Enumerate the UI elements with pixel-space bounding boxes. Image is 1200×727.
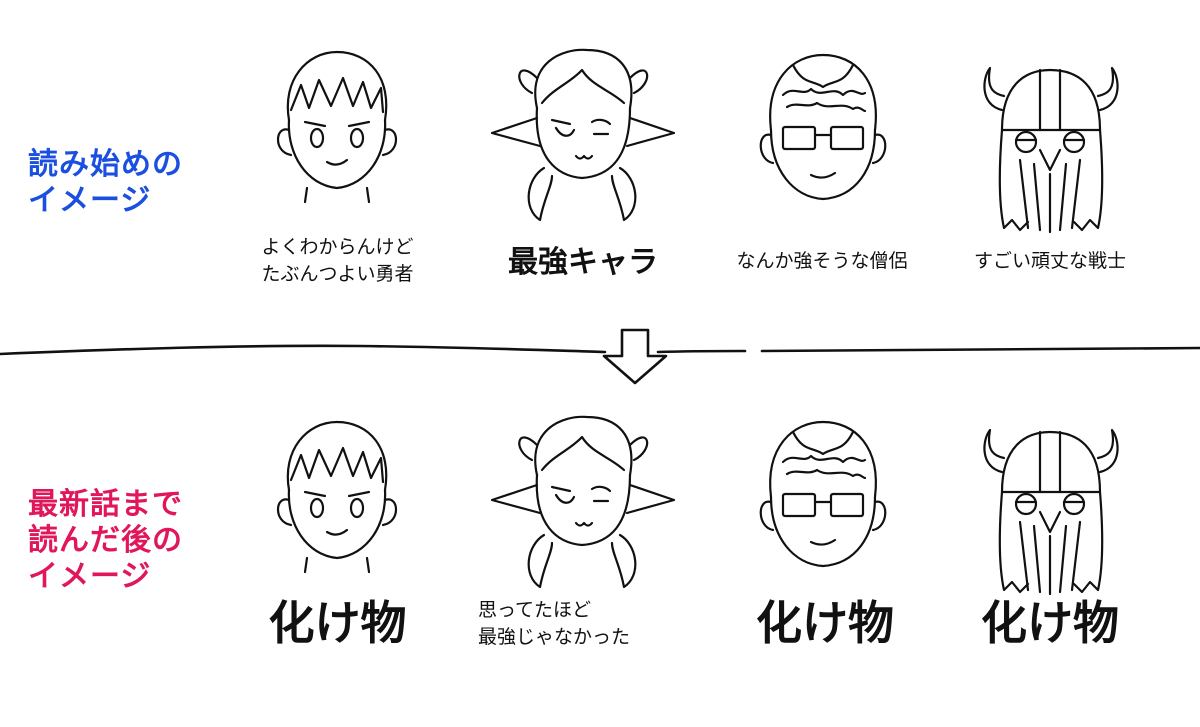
after-label-line: イメージ bbox=[28, 559, 152, 594]
horned-helmet-warrior-icon bbox=[983, 428, 1119, 596]
caption-priest-before: なんか強そうな僧侶 bbox=[736, 250, 908, 272]
caption-hero-before: よくわからんけど たぶんつよい勇者 bbox=[261, 236, 414, 285]
boy-face-icon bbox=[276, 420, 398, 574]
caption-warrior-before: すごい頑丈な戦士 bbox=[973, 250, 1126, 272]
elf-girl-face-icon bbox=[490, 48, 676, 222]
caption-priest-after: 化け物 bbox=[756, 596, 894, 650]
after-label-line: 最新話まで bbox=[28, 487, 183, 522]
caption-hero-after: 化け物 bbox=[268, 596, 407, 650]
section-divider bbox=[0, 344, 607, 356]
caption-warrior-after: 化け物 bbox=[981, 596, 1119, 650]
glasses-man-face-icon bbox=[759, 53, 887, 201]
caption-girl-after: 思ってたほど 最強じゃなかった bbox=[478, 599, 631, 648]
before-label-line: イメージ bbox=[28, 183, 152, 218]
boy-face-icon bbox=[276, 50, 398, 204]
before-label-line: 読み始めの bbox=[28, 147, 183, 182]
caption-girl-before: 最強キャラ bbox=[508, 245, 658, 280]
glasses-man-face-icon bbox=[759, 420, 887, 568]
after-label-line: 読んだ後の bbox=[28, 523, 183, 558]
after-image-label: 最新話まで 読んだ後の イメージ bbox=[28, 487, 183, 595]
down-arrow-icon bbox=[602, 328, 668, 385]
elf-girl-face-icon bbox=[490, 415, 676, 589]
horned-helmet-warrior-icon bbox=[983, 66, 1119, 234]
before-image-label: 読み始めの イメージ bbox=[28, 147, 183, 219]
